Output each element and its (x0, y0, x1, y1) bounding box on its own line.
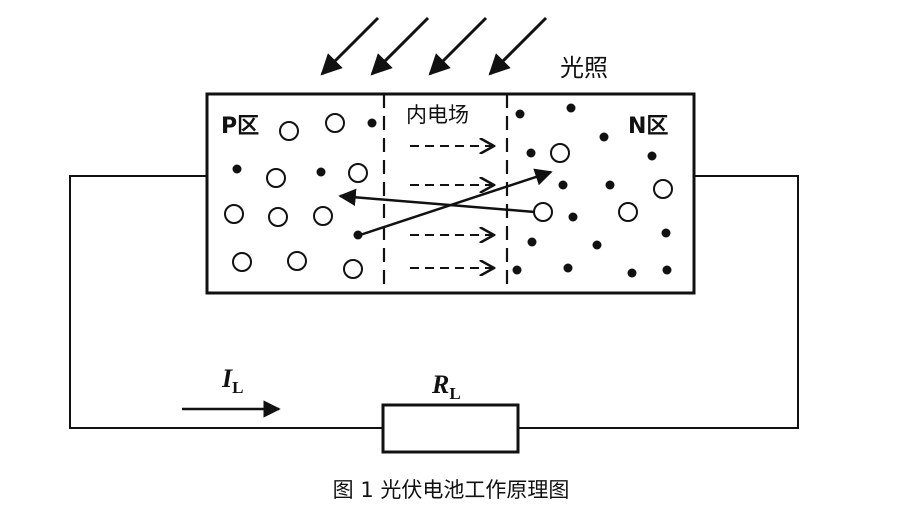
light-ray (370, 16, 430, 76)
electron (566, 103, 576, 113)
electron (662, 265, 672, 275)
electron (599, 132, 609, 142)
light-label: 光照 (560, 54, 608, 82)
hole-drift-arrow (338, 188, 536, 214)
field-label: 内电场 (406, 103, 469, 127)
electrons (232, 103, 672, 278)
circuit-wires (69, 175, 799, 429)
electron (627, 268, 637, 278)
electron (605, 180, 615, 190)
hole (279, 121, 299, 141)
hole (550, 143, 570, 163)
electron (353, 230, 363, 240)
hole (618, 202, 638, 222)
p-region-label: P区 (221, 114, 259, 139)
electron (367, 118, 377, 128)
electron (563, 263, 573, 273)
figure-caption: 图 1 光伏电池工作原理图 (333, 478, 570, 502)
electron (647, 151, 657, 161)
depletion-boundaries (382, 94, 509, 293)
electron-drift-arrow (359, 168, 553, 237)
electron (527, 237, 537, 247)
internal-field-arrows (404, 146, 494, 268)
n-region-label: N区 (628, 114, 668, 139)
hole (325, 113, 345, 133)
electron (558, 180, 568, 190)
electron (568, 212, 578, 222)
electron (232, 164, 242, 174)
resistor (381, 403, 520, 454)
hole (287, 251, 307, 271)
hole (232, 252, 252, 272)
light-ray (320, 16, 380, 76)
hole (653, 179, 673, 199)
hole (266, 168, 286, 188)
hole (224, 204, 244, 224)
electron (512, 265, 522, 275)
electron (661, 228, 671, 238)
electron (526, 148, 536, 158)
hole (348, 163, 368, 183)
electron (592, 240, 602, 250)
current-label: IL (221, 364, 243, 397)
electron (515, 109, 525, 119)
hole (268, 207, 288, 227)
light-ray (428, 16, 488, 76)
resistor-label: RL (431, 370, 461, 403)
light-ray (488, 16, 548, 76)
hole (533, 202, 553, 222)
hole (343, 259, 363, 279)
hole (313, 206, 333, 226)
holes (224, 113, 673, 279)
electron (316, 167, 326, 177)
light-rays (320, 16, 548, 76)
